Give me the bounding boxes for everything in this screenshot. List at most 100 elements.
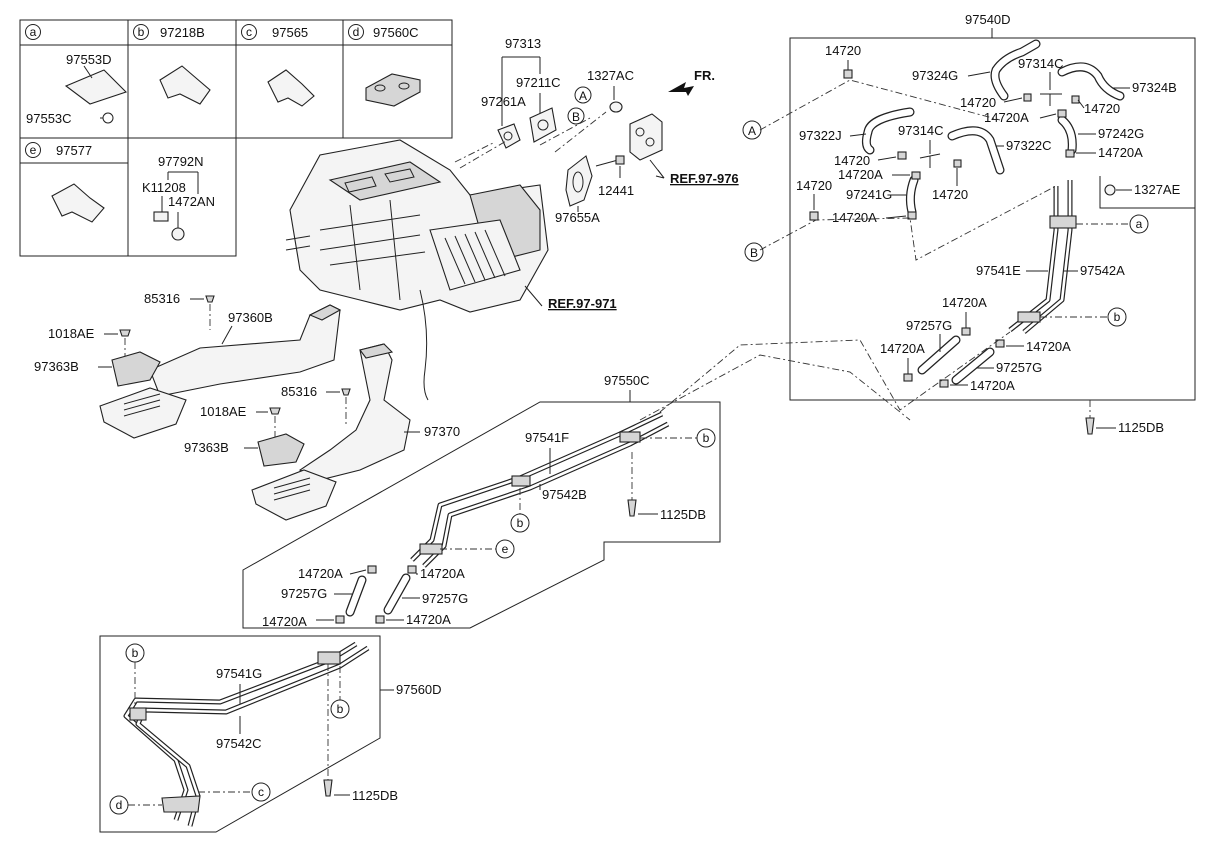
legend-code-b: 97218B <box>160 25 205 40</box>
svg-text:A: A <box>579 89 587 103</box>
label-97541G: 97541G <box>216 666 262 681</box>
label-97322J: 97322J <box>799 128 842 143</box>
legend-letter-c: c <box>246 25 252 39</box>
bolt-1125DB-b-icon <box>323 779 333 797</box>
label-14720A-r5: 14720A <box>942 295 987 310</box>
label-97257G-r1: 97257G <box>906 318 952 333</box>
label-14720-r5: 14720 <box>796 178 832 193</box>
grommet-97655A-icon <box>565 155 593 207</box>
svg-text:b: b <box>132 646 139 660</box>
vent-grille-97363B-a-icon <box>111 351 161 387</box>
legend-code-c: 97565 <box>272 25 308 40</box>
legend-letter-e: e <box>30 143 37 157</box>
label-14720A-r8: 14720A <box>970 378 1015 393</box>
svg-text:e: e <box>502 542 509 556</box>
label-97655A: 97655A <box>555 210 600 225</box>
label-97541E: 97541E <box>976 263 1021 278</box>
clip-97218B-icon <box>159 65 211 105</box>
label-97241G: 97241G <box>846 187 892 202</box>
callout-b-mid-1 <box>696 428 716 448</box>
label-1018AE-b: 1018AE <box>200 404 247 419</box>
legend-code-e: 97577 <box>56 143 92 158</box>
group-frame-97560D <box>99 635 381 833</box>
legend-part-97792N: 97792N <box>158 154 204 169</box>
label-14720A-r4: 14720A <box>832 210 877 225</box>
label-14720A-r7: 14720A <box>1026 339 1071 354</box>
svg-text:d: d <box>116 798 123 812</box>
label-97313: 97313 <box>505 36 541 51</box>
clip-1018AE-a-icon <box>119 329 131 337</box>
center-parts: 97313 97211C 97261A 1327AC A B REF.97-97… <box>34 36 739 521</box>
label-97370: 97370 <box>424 424 460 439</box>
label-14720A-m3: 14720A <box>262 614 307 629</box>
callout-b-right <box>1107 307 1127 327</box>
label-14720-r1: 14720 <box>825 43 861 58</box>
svg-text:c: c <box>258 785 264 799</box>
screw-85316-b-icon <box>341 388 351 396</box>
bolt-1125DB-m-icon <box>627 499 637 517</box>
label-97242G: 97242G <box>1098 126 1144 141</box>
svg-text:B: B <box>750 246 758 260</box>
gasket-97211C-icon <box>529 107 557 143</box>
legend-part-97553D: 97553D <box>66 52 112 67</box>
callout-b-bot-2 <box>330 699 350 719</box>
label-85316-b: 85316 <box>281 384 317 399</box>
label-14720A-r3: 14720A <box>838 167 883 182</box>
legend-part-97553C: 97553C <box>26 111 72 126</box>
legend-letter-d: d <box>353 25 360 39</box>
label-14720A-m1: 14720A <box>298 566 343 581</box>
callout-B-top <box>567 107 585 125</box>
group-frame-97540D <box>789 37 1196 401</box>
label-14720-r3: 14720 <box>1084 101 1120 116</box>
label-97360B: 97360B <box>228 310 273 325</box>
callout-B-right <box>744 242 764 262</box>
label-12441: 12441 <box>598 183 634 198</box>
svg-text:b: b <box>1114 310 1121 324</box>
grommet-97560C-icon <box>365 73 421 107</box>
legend-code-d: 97560C <box>373 25 419 40</box>
label-97211C: 97211C <box>516 75 561 90</box>
label-97363B-b: 97363B <box>184 440 229 455</box>
pin-K11208-icon <box>153 211 169 222</box>
label-97257G-m2: 97257G <box>422 591 468 606</box>
label-97314C-a: 97314C <box>1018 56 1064 71</box>
label-14720-r6: 14720 <box>932 187 968 202</box>
nut-1327AC-icon <box>609 101 623 113</box>
bolt-1125DB-r-icon <box>1085 417 1095 435</box>
right-group-97540D: 97540D <box>789 12 1196 435</box>
label-97257G-r2: 97257G <box>996 360 1042 375</box>
vent-grille-97363B-b-icon <box>257 433 305 467</box>
clip-1472AN-icon <box>171 227 185 241</box>
label-1125DB-r: 1125DB <box>1118 420 1164 435</box>
label-97322C: 97322C <box>1006 138 1052 153</box>
label-1125DB-m: 1125DB <box>660 507 706 522</box>
front-label: FR. <box>694 68 715 83</box>
label-97542A: 97542A <box>1080 263 1125 278</box>
bottom-group-97560D: 97560D 97541G 97542C b b c d 1125DB <box>99 635 442 833</box>
label-14720A-m2: 14720A <box>420 566 465 581</box>
ref-97-976: REF.97-976 <box>670 171 739 186</box>
callout-A-right <box>742 120 762 140</box>
middle-group-97550C: 97550C 97541F 97542B b b e 1125DB <box>242 373 721 629</box>
label-97261A: 97261A <box>481 94 526 109</box>
svg-text:b: b <box>703 431 710 445</box>
label-1327AE: 1327AE <box>1134 182 1181 197</box>
group-frame-97550C <box>242 401 721 629</box>
legend-letter-b: b <box>138 25 145 39</box>
floor-outlet-b-icon <box>251 469 337 521</box>
front-arrow-icon <box>668 82 694 96</box>
clip-97565-icon <box>267 69 315 107</box>
floor-outlet-a-icon <box>99 387 187 439</box>
label-85316-a: 85316 <box>144 291 180 306</box>
label-14720A-m4: 14720A <box>406 612 451 627</box>
nut-1327AE-icon <box>1104 184 1116 196</box>
legend-part-1472AN: 1472AN <box>168 194 215 209</box>
rear-duct-97370-icon <box>298 343 411 481</box>
clip-1018AE-b-icon <box>269 407 281 415</box>
ref-97-971: REF.97-971 <box>548 296 617 311</box>
label-97542C: 97542C <box>216 736 262 751</box>
screw-85316-a-icon <box>205 295 215 303</box>
label-97560D: 97560D <box>396 682 442 697</box>
label-97540D: 97540D <box>965 12 1011 27</box>
